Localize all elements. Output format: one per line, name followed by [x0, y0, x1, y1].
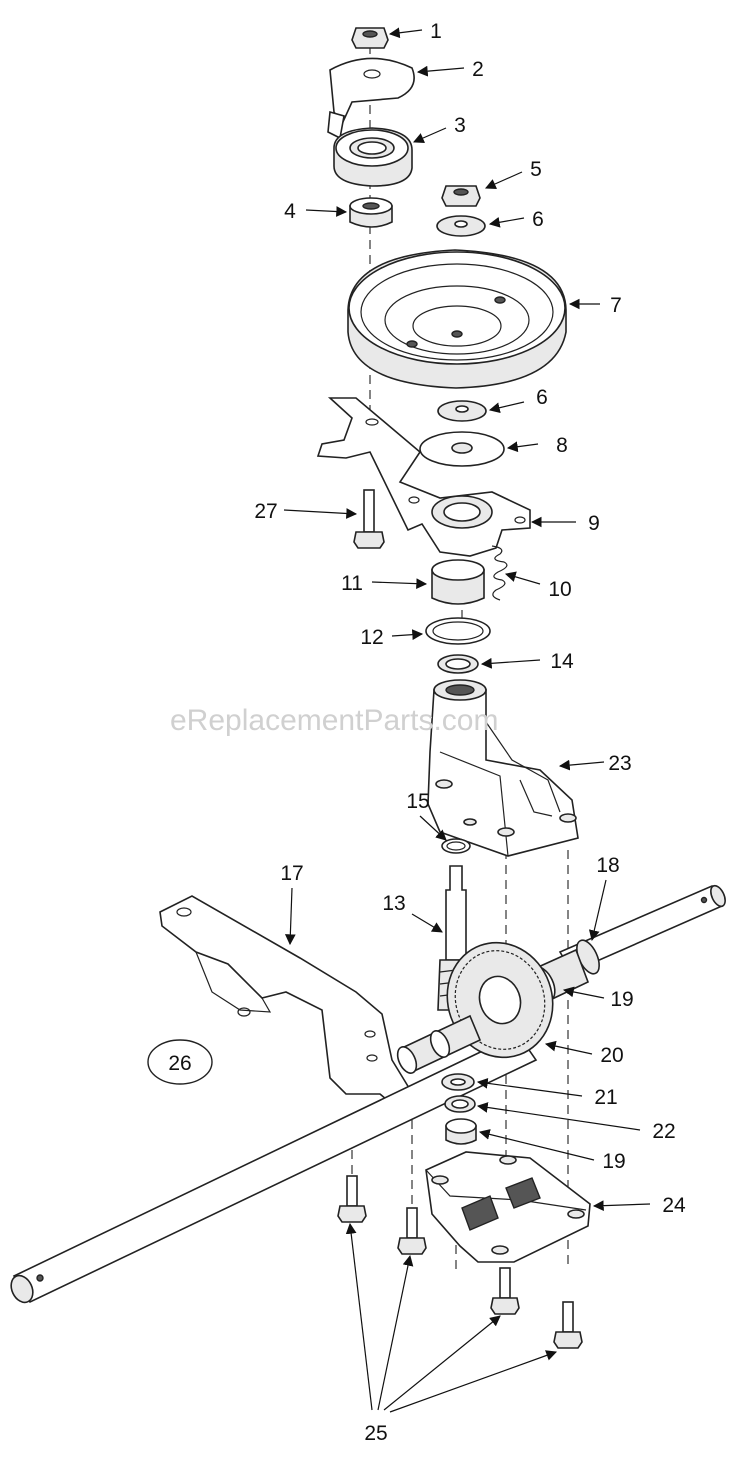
part-25-bolt-d [553, 1301, 583, 1349]
part-23-upper-housing [427, 679, 579, 857]
part-19-bushing-lower [445, 1118, 477, 1145]
part-1-nut [351, 27, 389, 49]
part-2-idler-bracket [327, 57, 415, 140]
callout-21: 21 [594, 1086, 617, 1109]
callout-22: 22 [652, 1120, 675, 1143]
callout-17: 17 [280, 862, 303, 885]
callout-11: 11 [341, 572, 363, 595]
callout-20: 20 [600, 1044, 623, 1067]
callout-18: 18 [596, 854, 619, 877]
part-25-bolts [337, 1175, 583, 1349]
part-3-bearing [333, 127, 413, 187]
part-27-bolt [353, 489, 385, 549]
callout-15: 15 [406, 790, 429, 813]
callout-10: 10 [548, 578, 571, 601]
part-15-o-ring [441, 838, 471, 854]
part-12-ring [425, 617, 491, 645]
callout-24: 24 [662, 1194, 686, 1217]
callout-27: 27 [254, 500, 277, 523]
callout-12: 12 [360, 626, 383, 649]
part-10-spring [491, 545, 508, 601]
callout-9: 9 [588, 512, 600, 535]
part-25-bolt-c [490, 1267, 520, 1315]
callout-labels: 1 2 3 4 5 6 7 6 8 9 10 11 12 14 27 23 15… [168, 20, 686, 1445]
part-24-lower-housing [425, 1151, 591, 1263]
callout-13: 13 [382, 892, 405, 915]
callout-23: 23 [608, 752, 631, 775]
callout-26: 26 [168, 1052, 191, 1075]
axle-shaft [10, 884, 726, 1304]
part-5-nut [441, 185, 481, 207]
callout-19-lower: 19 [602, 1150, 625, 1173]
part-22-washer [444, 1095, 476, 1113]
callout-7: 7 [610, 294, 622, 317]
callout-25: 25 [364, 1422, 387, 1445]
part-7-pulley [347, 249, 567, 389]
callout-19-right: 19 [610, 988, 633, 1011]
part-11-bushing [431, 559, 485, 605]
part-6-washer-lower [437, 400, 487, 422]
part-8-washer [419, 431, 505, 467]
part-21-washer [441, 1073, 475, 1091]
part-9-idler-arm [316, 397, 531, 557]
part-17-frame-bracket [159, 895, 422, 1120]
callout-3: 3 [454, 114, 466, 137]
part-14-washer [437, 654, 479, 674]
part-26-circle [147, 1039, 213, 1085]
callout-6-upper: 6 [532, 208, 544, 231]
callout-14: 14 [550, 650, 574, 673]
part-4-spacer [349, 197, 393, 228]
gear-hub-left [396, 1014, 482, 1074]
callout-4: 4 [284, 200, 296, 223]
callout-2: 2 [472, 58, 484, 81]
callout-8: 8 [556, 434, 568, 457]
callout-5: 5 [530, 158, 542, 181]
callout-1: 1 [430, 20, 442, 43]
part-6-washer-upper [436, 215, 486, 237]
callout-6-lower: 6 [536, 386, 548, 409]
part-25-bolt-a [337, 1175, 367, 1223]
watermark: eReplacementParts.com [170, 704, 498, 737]
part-25-bolt-b [397, 1207, 427, 1255]
leader-lines [283, 27, 651, 1413]
